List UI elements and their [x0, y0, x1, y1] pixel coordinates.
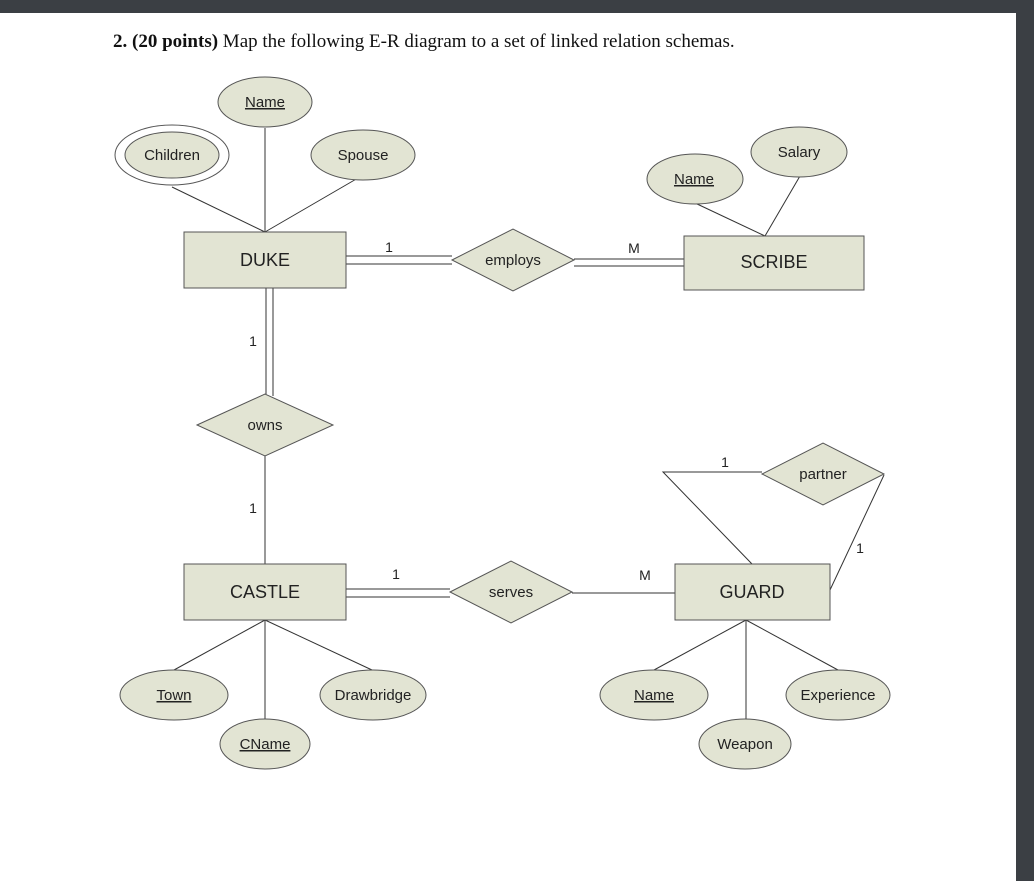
cardinality-partner-left: 1: [721, 454, 729, 470]
connector-lines: [171, 128, 885, 719]
line-duke-children: [171, 186, 266, 233]
attribute-castle-drawbridge-ellipse: [319, 669, 427, 721]
cardinality-owns-castle: 1: [249, 500, 257, 516]
attribute-guard-experience-label: Experience: [800, 687, 875, 704]
relationship-owns-diamond: [195, 393, 335, 457]
attribute-castle-cname-ellipse: [219, 718, 311, 770]
attribute-scribe-salary-label: Salary: [778, 144, 821, 161]
question-text: Map the following E-R diagram to a set o…: [218, 31, 735, 52]
attribute-scribe-name: Name: [646, 153, 744, 205]
entity-duke: DUKE: [183, 231, 347, 289]
attribute-castle-drawbridge-label: Drawbridge: [335, 687, 412, 704]
entity-guard-label: GUARD: [719, 582, 784, 602]
question-heading: 2. (20 points) Map the following E-R dia…: [113, 31, 735, 53]
line-guard-partner-right: [829, 474, 885, 591]
cardinality-serves-guard: M: [639, 567, 651, 583]
attribute-castle-drawbridge: Drawbridge: [319, 669, 427, 721]
cardinality-labels: 1 M 1 1 1 M 1 1: [249, 239, 864, 583]
attribute-castle-cname: CName: [219, 718, 311, 770]
attribute-castle-town-label: Town: [156, 687, 191, 704]
attribute-guard-name-label: Name: [634, 687, 674, 704]
relationship-owns-label: owns: [247, 417, 282, 434]
attribute-guard-experience: Experience: [785, 669, 891, 721]
attribute-castle-town-ellipse: [119, 669, 229, 721]
attribute-scribe-salary-ellipse: [750, 126, 848, 178]
line-guard-name: [653, 619, 747, 671]
line-castle-town: [173, 619, 266, 671]
line-duke-spouse: [264, 177, 359, 233]
relationship-employs-label: employs: [485, 252, 541, 269]
entity-castle-box: [183, 563, 347, 621]
entity-castle: CASTLE: [183, 563, 347, 621]
attribute-guard-weapon-ellipse: [698, 718, 792, 770]
relationship-partner-diamond: [760, 442, 886, 506]
attribute-duke-children-inner-ellipse: [124, 131, 220, 179]
attribute-duke-name-ellipse: [217, 76, 313, 128]
attribute-guard-name-ellipse: [599, 669, 709, 721]
entity-scribe-box: [683, 235, 865, 291]
line-guard-partner-left: [661, 471, 762, 565]
line-guard-experience: [745, 619, 839, 671]
line-scribe-name: [694, 202, 766, 237]
attribute-scribe-salary: Salary: [750, 126, 848, 178]
line-scribe-salary: [764, 175, 801, 237]
relationship-owns: owns: [195, 393, 335, 457]
attribute-guard-weapon: Weapon: [698, 718, 792, 770]
cardinality-serves-castle: 1: [392, 566, 400, 582]
attribute-duke-children: Children: [114, 124, 230, 186]
cardinality-partner-right: 1: [856, 540, 864, 556]
entity-guard-box: [674, 563, 831, 621]
relationship-partner: partner: [760, 442, 886, 506]
attribute-duke-spouse-label: Spouse: [338, 147, 389, 164]
attribute-castle-cname-label: CName: [240, 736, 291, 753]
relationship-partner-label: partner: [799, 466, 847, 483]
attribute-duke-name: Name: [217, 76, 313, 128]
entity-scribe-label: SCRIBE: [740, 252, 807, 272]
attribute-guard-experience-ellipse: [785, 669, 891, 721]
attribute-castle-town: Town: [119, 669, 229, 721]
entity-duke-box: [183, 231, 347, 289]
attribute-scribe-name-label: Name: [674, 171, 714, 188]
attribute-duke-spouse: Spouse: [310, 129, 416, 181]
attribute-duke-name-label: Name: [245, 94, 285, 111]
question-number: 2. (20 points): [113, 31, 219, 52]
attribute-scribe-name-ellipse: [646, 153, 744, 205]
relationship-serves-diamond: [448, 560, 574, 624]
scroll-gutter: [1016, 13, 1034, 881]
entity-castle-label: CASTLE: [230, 582, 300, 602]
cardinality-owns-duke: 1: [249, 333, 257, 349]
attribute-duke-children-label: Children: [144, 147, 200, 164]
relationship-employs-diamond: [450, 228, 576, 292]
cardinality-employs-scribe: M: [628, 240, 640, 256]
entity-scribe: SCRIBE: [683, 235, 865, 291]
attribute-guard-weapon-label: Weapon: [717, 736, 773, 753]
relationship-employs: employs: [450, 228, 576, 292]
attribute-guard-name: Name: [599, 669, 709, 721]
attribute-duke-spouse-ellipse: [310, 129, 416, 181]
relationship-serves-label: serves: [489, 584, 533, 601]
cardinality-employs-duke: 1: [385, 239, 393, 255]
entity-guard: GUARD: [674, 563, 831, 621]
line-castle-drawbridge: [264, 619, 373, 671]
entity-duke-label: DUKE: [240, 250, 290, 270]
window-top-bar: [0, 0, 1034, 13]
relationship-serves: serves: [448, 560, 574, 624]
